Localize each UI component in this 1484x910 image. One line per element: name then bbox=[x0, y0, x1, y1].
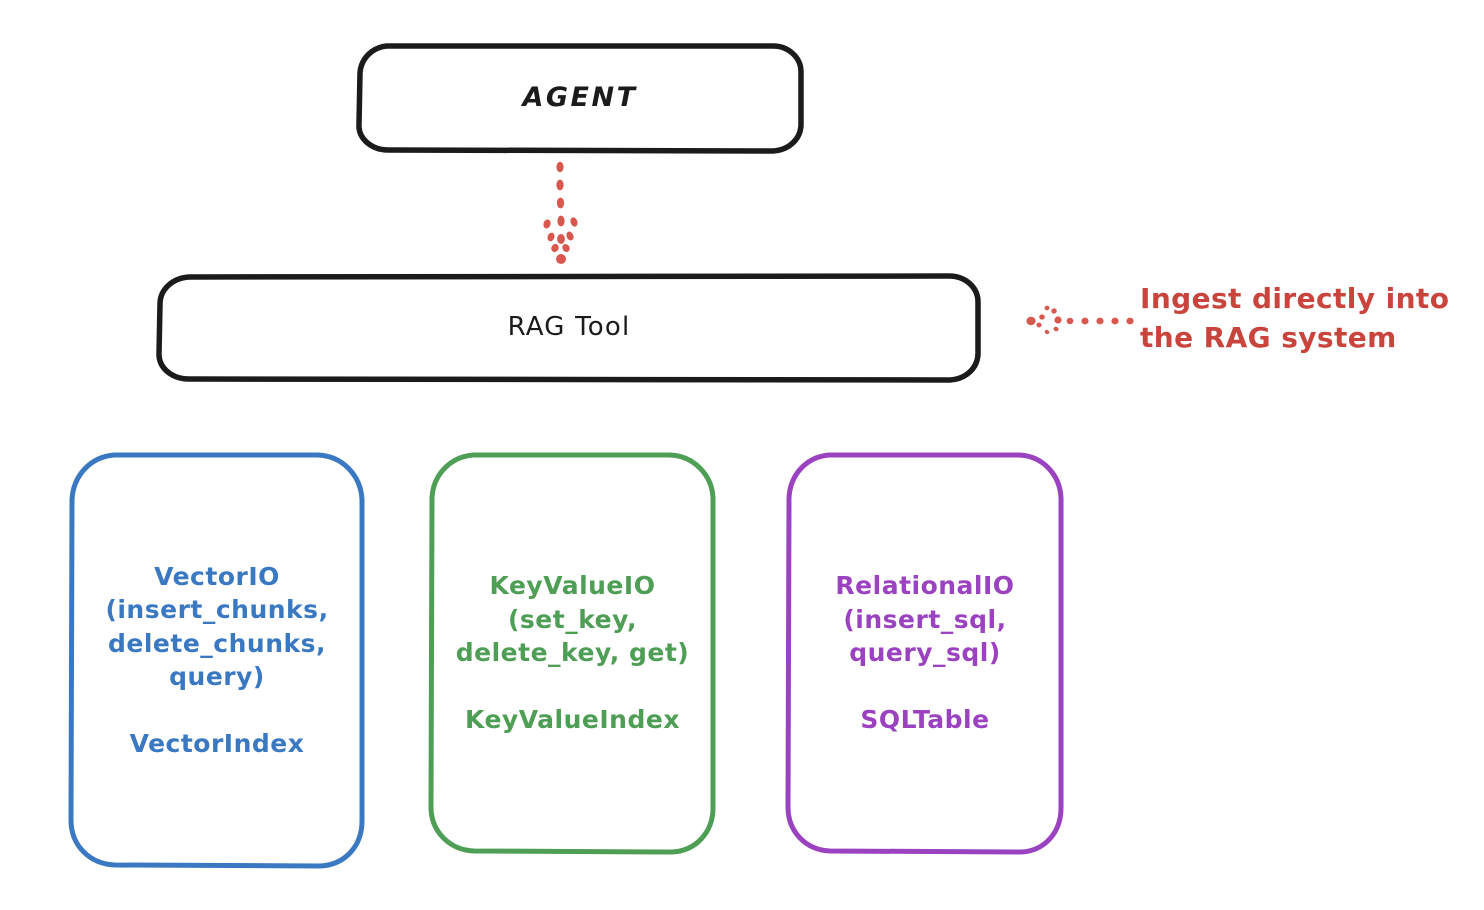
rag-tool-node[interactable]: RAG Tool bbox=[155, 272, 983, 383]
agent-to-rag-tool-arrow bbox=[543, 161, 578, 264]
key-value-io-node[interactable]: KeyValueIO (set_key, delete_key, get) Ke… bbox=[427, 450, 718, 856]
ingest-pointer-arrow bbox=[1026, 305, 1134, 335]
key-value-io-box-outline bbox=[428, 452, 716, 855]
vector-io-box-outline bbox=[68, 452, 365, 869]
rag-tool-box-outline bbox=[156, 273, 981, 383]
rag-tool-label: RAG Tool bbox=[507, 311, 631, 342]
relational-io-node[interactable]: RelationalIO (insert_sql, query_sql) SQL… bbox=[784, 450, 1066, 856]
agent-node[interactable]: AGENT bbox=[355, 42, 805, 154]
vector-io-node[interactable]: VectorIO (insert_chunks, delete_chunks, … bbox=[66, 450, 368, 870]
agent-label: AGENT bbox=[522, 82, 638, 114]
relational-io-label: RelationalIO (insert_sql, query_sql) SQL… bbox=[835, 571, 1015, 735]
relational-io-box-outline bbox=[785, 452, 1064, 855]
ingest-annotation-label: Ingest directly into the RAG system bbox=[1140, 282, 1450, 355]
agent-box-outline bbox=[356, 43, 804, 154]
key-value-io-label: KeyValueIO (set_key, delete_key, get) Ke… bbox=[455, 571, 690, 735]
vector-io-label: VectorIO (insert_chunks, delete_chunks, … bbox=[105, 561, 329, 759]
